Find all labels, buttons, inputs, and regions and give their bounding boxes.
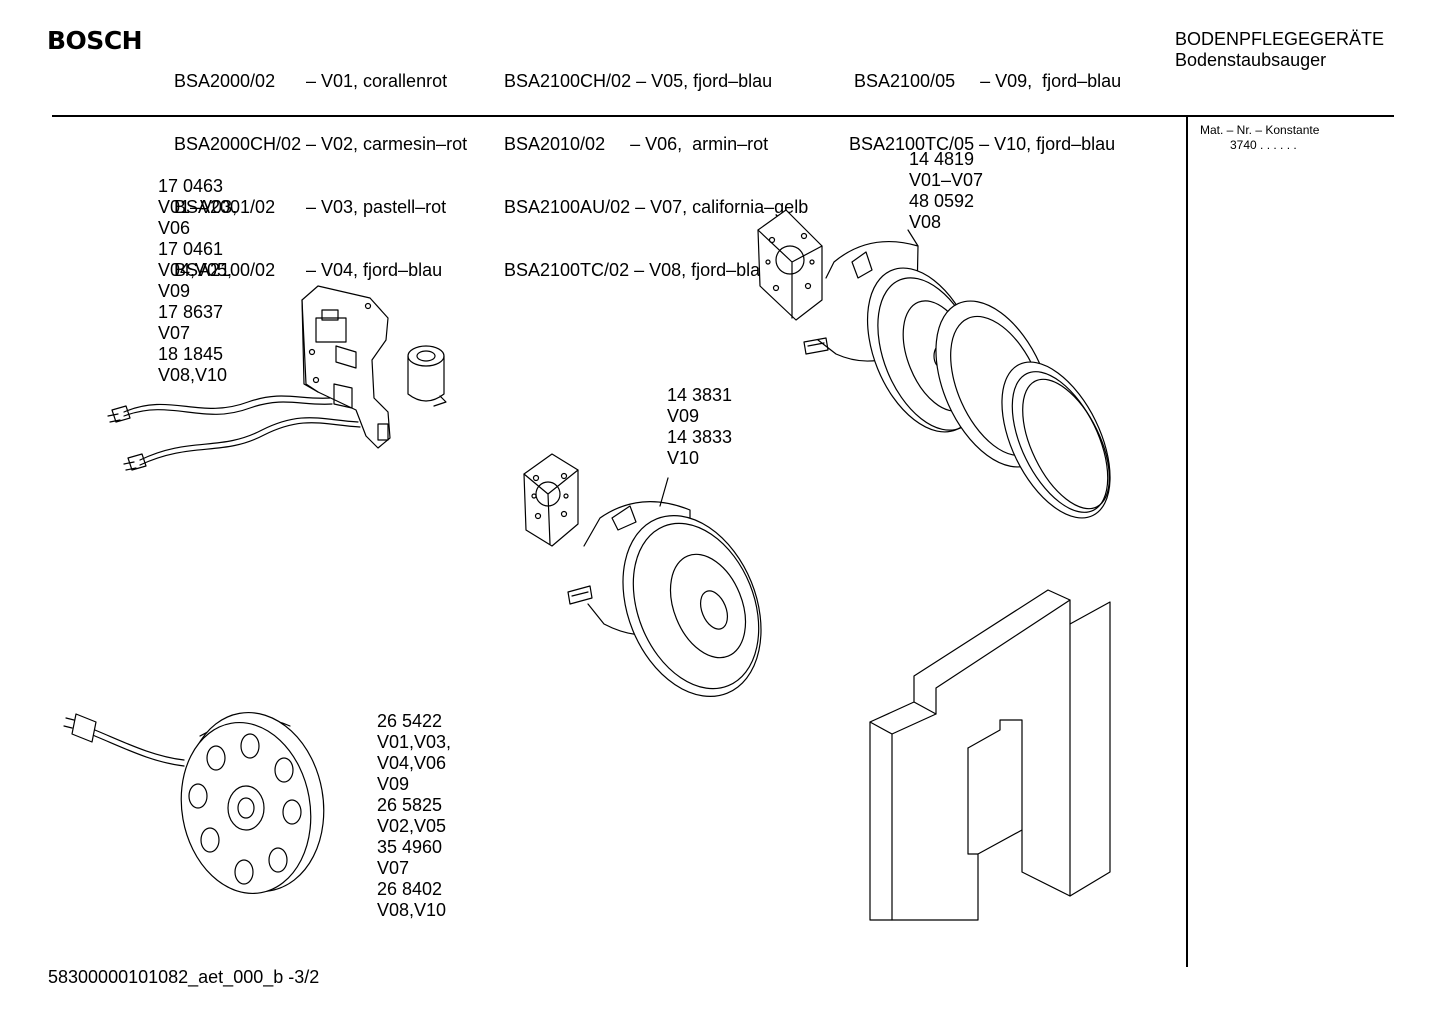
part-line: 17 8637 — [158, 302, 224, 322]
switch-board-illustration — [107, 285, 447, 471]
mat-number-box: Mat. – Nr. – Konstante 3740 . . . . . . — [1200, 123, 1319, 153]
part-line: 48 0592 — [909, 191, 975, 211]
part-line: V09 — [158, 281, 191, 301]
part-line: V10 — [667, 448, 700, 468]
foam-filter-illustration — [869, 589, 1111, 921]
part-line: V04,V05, — [158, 260, 233, 280]
motor-large-illustration — [757, 209, 1111, 519]
model-variant: BSA2100AU/02 – V07, california–gelb — [504, 197, 809, 217]
model-variant: BSA2100CH/02 – V05, fjord–blau — [504, 71, 773, 91]
model-list-col2: BSA2100CH/02 – V05, fjord–blau BSA2010/0… — [504, 29, 808, 302]
variant-label: – V04, fjord–blau — [306, 260, 443, 280]
model-code: BSA2000CH/02 — [174, 134, 302, 154]
mat-value: 3740 . . . . . . — [1230, 138, 1297, 152]
part-line: 17 0463 — [158, 176, 224, 196]
mat-label: Mat. – Nr. – Konstante — [1200, 123, 1320, 137]
part-line: 35 4960 — [377, 837, 443, 857]
part-line: V08,V10 — [158, 365, 228, 385]
part-list-switch-board: 17 0463 V01–V03, V06 17 0461 V04,V05, V0… — [158, 176, 237, 386]
variant-list-col1: – V01, corallenrot – V02, carmesin–rot –… — [306, 29, 467, 302]
part-line: V01–V07 — [909, 170, 984, 190]
model-code: BSA2000/02 — [174, 71, 276, 91]
bosch-logo: BOSCH — [47, 26, 143, 55]
model-code: BSA2100/02 — [174, 260, 276, 280]
part-line: V01,V03, — [377, 732, 452, 752]
model-variant: BSA2100/05 – V09, fjord–blau — [849, 71, 1122, 91]
part-line: 26 8402 — [377, 879, 443, 899]
part-line: 26 5825 — [377, 795, 443, 815]
part-line: 14 3831 — [667, 385, 733, 405]
capacitor-illustration — [407, 345, 447, 407]
motor-small-illustration — [523, 453, 762, 697]
model-variant: BSA2010/02 – V06, armin–rot — [504, 134, 769, 154]
document-id: 58300000101082_aet_000_b -3/2 — [48, 967, 320, 987]
model-variant: BSA2100TC/02 – V08, fjord–blau — [504, 260, 771, 280]
part-list-cable-reel: 26 5422 V01,V03, V04,V06 V09 26 5825 V02… — [377, 711, 451, 921]
variant-label: – V03, pastell–rot — [306, 197, 447, 217]
part-line: V09 — [667, 406, 700, 426]
part-line: V07 — [377, 858, 410, 878]
category-title: BODENPFLEGEGERÄTE — [1175, 29, 1385, 49]
model-list-col1: BSA2000/02 BSA2000CH/02 BSA2001/02 BSA21… — [174, 29, 301, 302]
part-line: V08 — [909, 212, 942, 232]
model-variant: BSA2100TC/05 – V10, fjord–blau — [849, 134, 1116, 154]
part-line: 14 4819 — [909, 149, 975, 169]
part-line: 18 1845 — [158, 344, 224, 364]
part-line: V07 — [158, 323, 191, 343]
part-line: 17 0461 — [158, 239, 224, 259]
part-line: V06 — [158, 218, 191, 238]
part-line: V08,V10 — [377, 900, 447, 920]
model-list-col3: BSA2100/05 – V09, fjord–blau BSA2100TC/0… — [849, 29, 1121, 176]
part-line: 26 5422 — [377, 711, 443, 731]
part-line: V09 — [377, 774, 410, 794]
part-list-motor-large: 14 4819 V01–V07 48 0592 V08 — [909, 149, 983, 233]
variant-label: – V01, corallenrot — [306, 71, 448, 91]
header-divider — [52, 115, 1394, 117]
category-block: BODENPFLEGEGERÄTE Bodenstaubsauger — [1175, 29, 1384, 71]
part-line: 14 3833 — [667, 427, 733, 447]
part-list-motor-small: 14 3831 V09 14 3833 V10 — [667, 385, 732, 469]
variant-label: – V02, carmesin–rot — [306, 134, 468, 154]
side-divider — [1186, 117, 1188, 967]
part-line: V01–V03, — [158, 197, 238, 217]
part-line: V04,V06 — [377, 753, 447, 773]
category-subtitle: Bodenstaubsauger — [1175, 50, 1327, 70]
cable-reel-illustration — [63, 711, 325, 895]
part-line: V02,V05 — [377, 816, 447, 836]
model-code: BSA2001/02 — [174, 197, 276, 217]
